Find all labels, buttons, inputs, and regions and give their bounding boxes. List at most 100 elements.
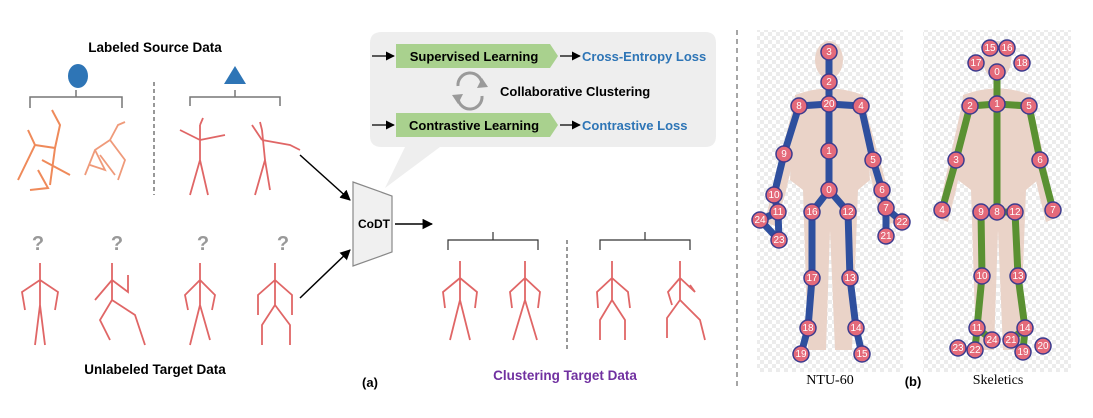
- circle-class-icon: [68, 64, 88, 88]
- skeletics-joint-label-3: 3: [953, 155, 959, 166]
- skeletics-joint-19: [1014, 343, 1032, 361]
- skeletics-joint-label-16: 16: [1001, 43, 1013, 54]
- skeletics-joint-label-6: 6: [1037, 155, 1043, 166]
- skeletics-joint-7: [1044, 201, 1062, 219]
- contrastive-loss-label: Contrastive Loss: [582, 118, 687, 133]
- clustering-target-title: Clustering Target Data: [493, 368, 637, 383]
- skeletics-joint-17: [967, 54, 985, 72]
- ntu-joint-label-10: 10: [768, 190, 780, 201]
- ntu-joint-label-5: 5: [870, 155, 876, 166]
- cluster-skeleton-1: [442, 261, 478, 341]
- skeletics-joint-13: [1009, 267, 1027, 285]
- triangle-class-icon: [224, 66, 246, 84]
- ntu-joint-label-15: 15: [856, 349, 868, 360]
- skeletics-joint-0: [988, 63, 1006, 81]
- ntu-joint-label-12: 12: [842, 207, 854, 218]
- method-callout: [370, 32, 716, 188]
- target-skeleton-3: [184, 263, 216, 346]
- ntu-joint-label-0: 0: [826, 185, 832, 196]
- ntu-joint-7: [877, 199, 895, 217]
- skeletics-joint-2: [961, 97, 979, 115]
- skeletics-joint-label-15: 15: [984, 43, 996, 54]
- supervised-learning-box: [396, 44, 558, 68]
- skeletics-joint-label-0: 0: [994, 67, 1000, 78]
- skeletics-joint-10: [973, 267, 991, 285]
- skeletics-joint-label-21: 21: [1005, 335, 1017, 346]
- skeletics-joint-22: [966, 341, 984, 359]
- ntu-joint-2: [820, 73, 838, 91]
- skeletics-joint-20: [1034, 337, 1052, 355]
- skeletics-bone: [952, 102, 974, 164]
- labeled-source-title: Labeled Source Data: [88, 40, 222, 55]
- arrow-source-to-codt: [299, 154, 351, 201]
- skeletics-joint-label-8: 8: [994, 207, 1000, 218]
- ntu-joint-24: [751, 211, 769, 229]
- skeletics-joint-label-5: 5: [1026, 101, 1032, 112]
- codt-model-box: [352, 181, 393, 267]
- ntu-joint-label-7: 7: [883, 203, 889, 214]
- ntu-joint-11: [769, 203, 787, 221]
- question-mark-2: ?: [111, 233, 123, 255]
- unlabeled-target-title: Unlabeled Target Data: [84, 362, 226, 377]
- question-mark-4: ?: [277, 233, 289, 255]
- panel-a-caption: (a): [362, 375, 378, 390]
- bracket-cluster-left: [447, 232, 539, 250]
- skeletics-bone: [1011, 208, 1022, 280]
- skeletics-joint-label-14: 14: [1019, 323, 1031, 334]
- ntu-bone: [844, 208, 854, 282]
- skeletics-joint-16: [998, 39, 1016, 57]
- skeletics-joint-label-1: 1: [994, 99, 1000, 110]
- arrow-target-to-codt: [299, 249, 351, 299]
- skeletics-joint-label-10: 10: [976, 271, 988, 282]
- ntu-joint-22: [893, 213, 911, 231]
- skeletics-joint-label-7: 7: [1050, 205, 1056, 216]
- skeletics-joint-14: [1016, 319, 1034, 337]
- panel-b-caption: (b): [905, 374, 922, 389]
- ntu-joint-label-14: 14: [850, 323, 862, 334]
- source-skeleton-1: [17, 109, 71, 191]
- ntu-joint-19: [792, 345, 810, 363]
- question-mark-3: ?: [197, 233, 209, 255]
- skeletics-joint-label-13: 13: [1012, 271, 1024, 282]
- cross-entropy-loss-label: Cross-Entropy Loss: [582, 49, 706, 64]
- ntu-joint-15: [853, 345, 871, 363]
- skeletics-joint-5: [1020, 97, 1038, 115]
- skeletics-joint-9: [972, 203, 990, 221]
- ntu-joint-4: [852, 97, 870, 115]
- skeletics-joint-label-4: 4: [939, 205, 945, 216]
- ntu-joint-label-3: 3: [826, 47, 832, 58]
- skeletics-joint-15: [981, 39, 999, 57]
- ntu-joint-21: [877, 227, 895, 245]
- ntu-joint-label-22: 22: [896, 217, 908, 228]
- skeletics-label: Skeletics: [973, 373, 1024, 388]
- ntu-joint-label-20: 20: [823, 99, 835, 110]
- ntu-joint-8: [790, 97, 808, 115]
- ntu-bone: [857, 102, 877, 164]
- target-skeleton-4: [257, 263, 293, 345]
- ntu-joint-label-17: 17: [806, 273, 818, 284]
- skeletics-bone: [1025, 102, 1044, 164]
- skeletics-joint-label-19: 19: [1017, 347, 1029, 358]
- ntu-joint-6: [873, 181, 891, 199]
- skeletics-joint-label-17: 17: [970, 58, 982, 69]
- ntu-joint-12: [839, 203, 857, 221]
- source-skeleton-4: [251, 121, 301, 196]
- bracket-cluster-right: [599, 232, 691, 250]
- cluster-skeleton-3: [596, 261, 631, 340]
- skeletics-joint-18: [1013, 54, 1031, 72]
- ntu-joint-label-11: 11: [773, 207, 784, 218]
- ntu-joint-17: [803, 269, 821, 287]
- ntu-joint-0: [820, 181, 838, 199]
- skeletics-joint-label-18: 18: [1016, 58, 1028, 69]
- skeletics-joint-6: [1031, 151, 1049, 169]
- cluster-skeleton-2: [509, 261, 541, 341]
- target-skeleton-1: [21, 263, 59, 346]
- ntu-joint-label-21: 21: [880, 231, 892, 242]
- contrastive-learning-label: Contrastive Learning: [409, 118, 539, 133]
- ntu-joint-label-6: 6: [879, 185, 885, 196]
- skeletics-joint-11: [968, 319, 986, 337]
- ntu-joint-14: [847, 319, 865, 337]
- ntu-joint-label-24: 24: [754, 215, 766, 226]
- ntu-joint-13: [841, 269, 859, 287]
- skeletics-joint-label-20: 20: [1037, 341, 1049, 352]
